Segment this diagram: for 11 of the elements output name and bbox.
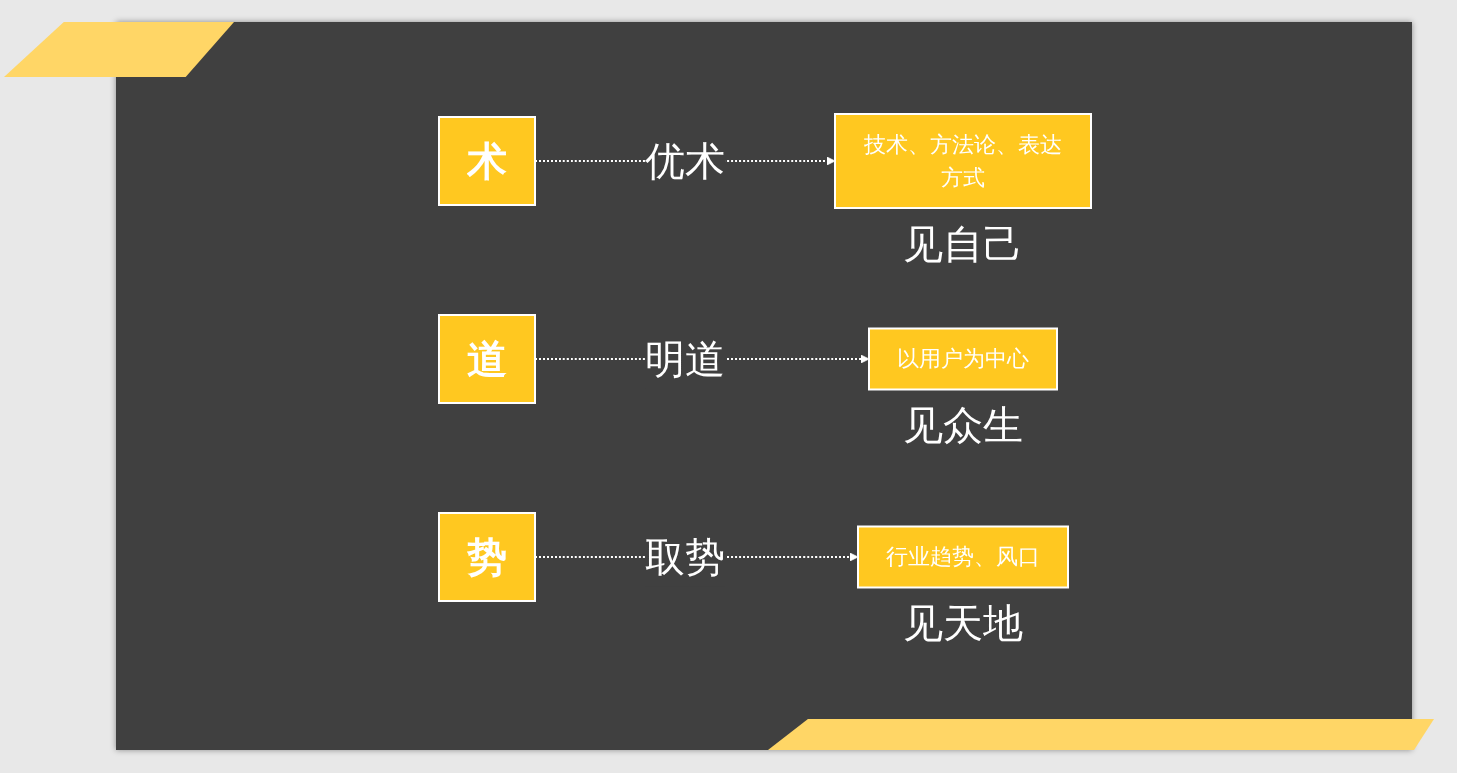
node-box: 技术、方法论、表达方式 xyxy=(834,112,1092,209)
node-box: 行业趋势、风口 xyxy=(857,525,1069,588)
node-box: 道 xyxy=(438,313,536,404)
node-box: 以用户为中心 xyxy=(868,327,1058,391)
edge-label: 优术 xyxy=(645,137,725,184)
caption-text: 见天地 xyxy=(903,600,1023,646)
edge-label: 明道 xyxy=(645,335,725,382)
edge-label: 取势 xyxy=(645,533,725,580)
caption-text: 见自己 xyxy=(903,220,1023,267)
node-box: 势 xyxy=(438,511,536,602)
caption-text: 见众生 xyxy=(903,402,1023,449)
